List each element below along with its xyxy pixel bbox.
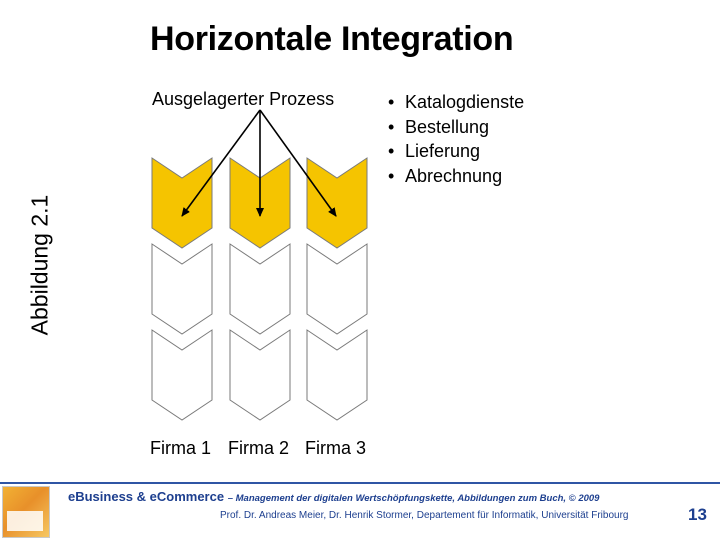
footer-authors: Prof. Dr. Andreas Meier, Dr. Henrik Stor… — [220, 510, 629, 521]
firma-label: Firma 1 — [150, 438, 212, 458]
firma-label: Firma 3 — [305, 438, 367, 458]
outsourced-process-chevron — [151, 157, 213, 249]
footer-divider — [0, 482, 720, 484]
process-label: Ausgelagerter Prozess — [152, 89, 335, 109]
process-chevron — [306, 329, 368, 421]
book-cover-logo — [2, 486, 50, 538]
bullet-item: Abrechnung — [388, 164, 524, 189]
bullet-item: Lieferung — [388, 139, 524, 164]
page-number: 13 — [688, 505, 707, 524]
arrow-to-firma-1 — [181, 109, 261, 217]
footer-title: eBusiness & eCommerce – Management der d… — [68, 489, 599, 504]
arrow-to-firma-3 — [259, 109, 337, 217]
firma-label: Firma 2 — [228, 438, 290, 458]
bullet-item: Bestellung — [388, 115, 524, 140]
process-chevron — [151, 329, 213, 421]
process-chevron — [229, 243, 291, 335]
outsourcing-arrows — [181, 109, 337, 217]
slide-title: Horizontale Integration — [150, 20, 514, 58]
value-chain-columns — [151, 157, 368, 421]
process-chevron — [151, 243, 213, 335]
footer-book-title: eBusiness & eCommerce — [68, 489, 225, 504]
footer-book-subtitle: – Management der digitalen Wertschöpfung… — [227, 493, 600, 504]
process-chevron — [229, 329, 291, 421]
process-step-list: Katalogdienste Bestellung Lieferung Abre… — [388, 90, 524, 188]
bullet-item: Katalogdienste — [388, 90, 524, 115]
process-chevron — [306, 243, 368, 335]
outsourced-process-chevron — [306, 157, 368, 249]
